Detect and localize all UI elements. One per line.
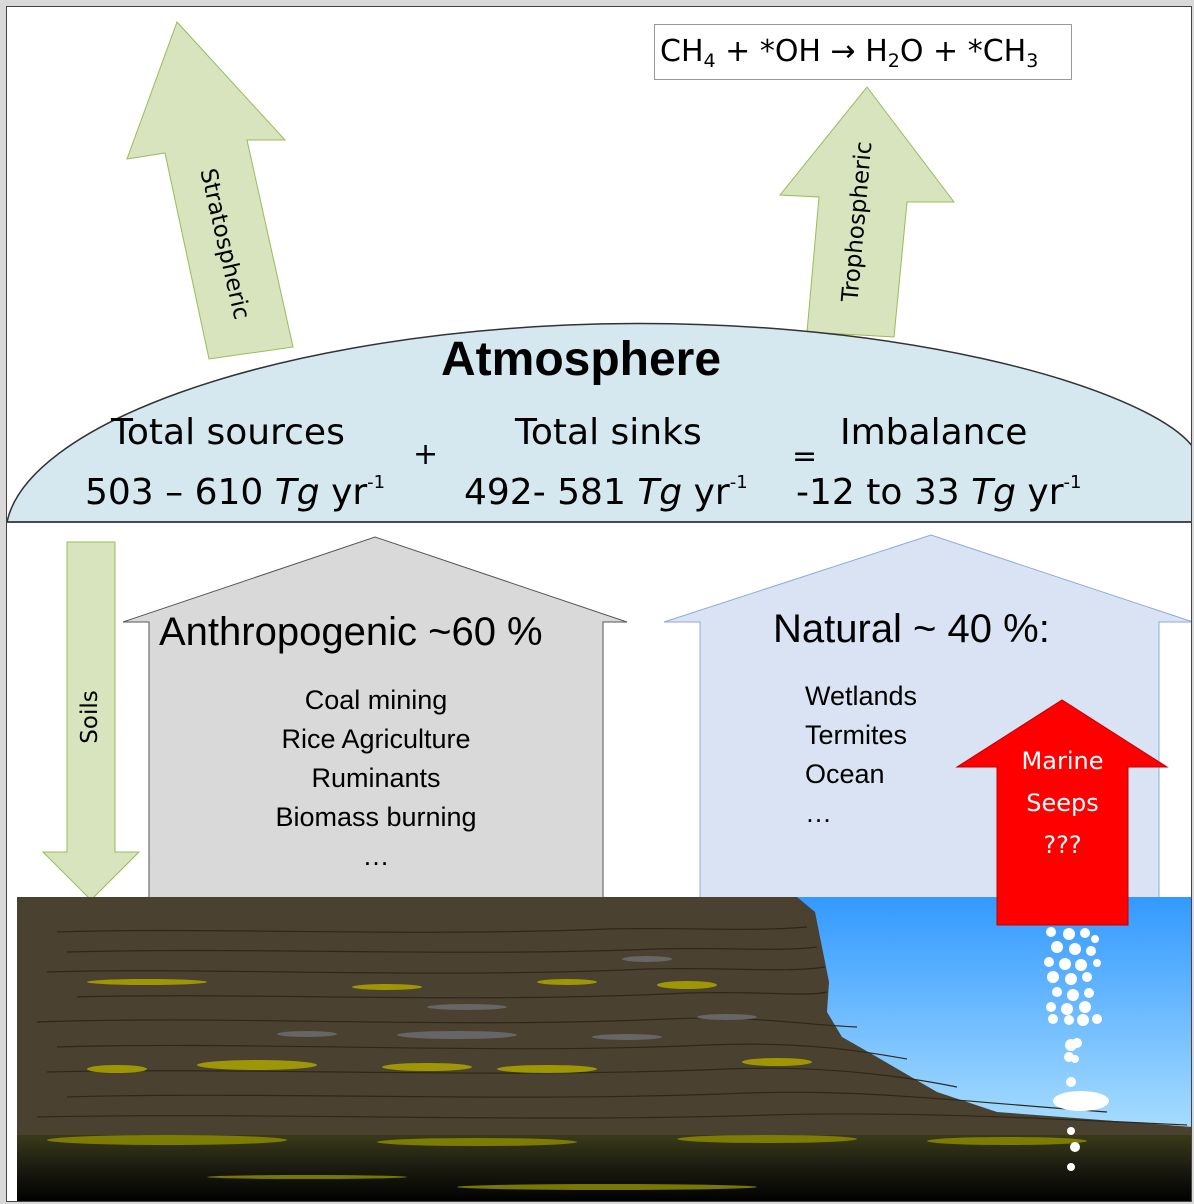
bubble bbox=[1067, 1163, 1075, 1171]
bubble bbox=[1046, 927, 1056, 937]
bubble bbox=[1092, 1014, 1102, 1024]
tropospheric-arrow bbox=[778, 86, 956, 338]
soils-arrow bbox=[41, 541, 141, 901]
bottom-yellow-streaks bbox=[47, 1135, 1087, 1190]
total-sinks-label: Total sinks bbox=[515, 412, 702, 453]
bubble bbox=[1077, 1014, 1089, 1026]
anthropogenic-title: Anthropogenic ~60 % bbox=[159, 610, 543, 654]
diagram-art bbox=[7, 21, 1191, 1201]
methane-bubbles bbox=[1044, 927, 1109, 1171]
bubble bbox=[1079, 1001, 1091, 1013]
yellow-layers bbox=[87, 979, 812, 1073]
bottom-band bbox=[17, 1135, 1191, 1201]
imbalance-value: -12 to 33 Tg yr-1 bbox=[796, 472, 1082, 513]
anthropogenic-source-item: Rice Agriculture bbox=[281, 724, 471, 754]
natural-source-item: Ocean bbox=[805, 759, 885, 789]
marine-seeps-line: Seeps bbox=[1026, 789, 1099, 817]
natural-source-item: … bbox=[805, 798, 832, 828]
total-sinks-value: 492- 581 Tg yr-1 bbox=[464, 472, 748, 513]
bubble bbox=[1080, 928, 1090, 938]
bubble bbox=[1047, 971, 1059, 983]
bubble bbox=[1066, 1077, 1076, 1087]
bubble bbox=[1051, 941, 1063, 953]
bubble bbox=[1069, 943, 1081, 955]
bubble bbox=[1065, 973, 1077, 985]
oxidation-equation: CH4 + *OH → H2O + *CH3 bbox=[654, 24, 1072, 80]
bubble bbox=[1067, 989, 1079, 1001]
bubble bbox=[1086, 946, 1096, 956]
bubble bbox=[1071, 1055, 1079, 1063]
anthropogenic-source-item: … bbox=[362, 841, 390, 871]
bubble bbox=[1084, 988, 1094, 998]
bubble bbox=[1067, 1127, 1075, 1135]
marine-seeps-line: ??? bbox=[1043, 831, 1082, 859]
arrow-icon: → bbox=[830, 34, 856, 69]
bubble bbox=[1063, 928, 1075, 940]
soils-label: Soils bbox=[77, 690, 103, 744]
marine-seeps-line: Marine bbox=[1021, 747, 1104, 775]
diagram-frame: CH4 + *OH → H2O + *CH3 Stratospheric Tro… bbox=[6, 6, 1192, 1202]
plus-sign: + bbox=[413, 437, 439, 472]
stratospheric-arrow bbox=[126, 21, 294, 360]
sediment-layers bbox=[36, 926, 1188, 1126]
large-bubble bbox=[1053, 1091, 1109, 1111]
bubble bbox=[1070, 1142, 1080, 1152]
equals-sign: = bbox=[792, 439, 818, 474]
bubble bbox=[1061, 1003, 1073, 1015]
natural-source-item: Termites bbox=[805, 720, 908, 750]
bubble bbox=[1059, 958, 1071, 970]
bubble bbox=[1093, 959, 1101, 967]
marine-seeps-arrow bbox=[955, 699, 1169, 926]
sediment-land bbox=[17, 897, 1191, 1201]
bubble bbox=[1082, 972, 1092, 982]
bubble bbox=[1044, 957, 1054, 967]
bubble bbox=[1072, 1038, 1082, 1048]
natural-title: Natural ~ 40 %: bbox=[773, 607, 1050, 651]
anthropogenic-source-item: Biomass burning bbox=[275, 802, 477, 832]
total-sources-value: 503 – 610 Tg yr-1 bbox=[85, 472, 386, 513]
atmosphere-title: Atmosphere bbox=[441, 333, 722, 386]
anthropogenic-source-item: Coal mining bbox=[304, 685, 448, 715]
gray-layers bbox=[277, 956, 757, 1040]
bubble bbox=[1064, 1015, 1074, 1025]
bubble bbox=[1052, 987, 1062, 997]
atmosphere-dome bbox=[7, 322, 1191, 523]
bubble bbox=[1048, 1014, 1058, 1024]
total-sources-label: Total sources bbox=[111, 412, 345, 453]
bubble bbox=[1091, 935, 1099, 943]
anthropogenic-arrow bbox=[122, 536, 628, 901]
bubble bbox=[1046, 1002, 1056, 1012]
natural-source-item: Wetlands bbox=[805, 681, 918, 711]
bubble bbox=[1075, 959, 1087, 971]
imbalance-label: Imbalance bbox=[840, 412, 1028, 453]
anthropogenic-source-item: Ruminants bbox=[311, 763, 441, 793]
